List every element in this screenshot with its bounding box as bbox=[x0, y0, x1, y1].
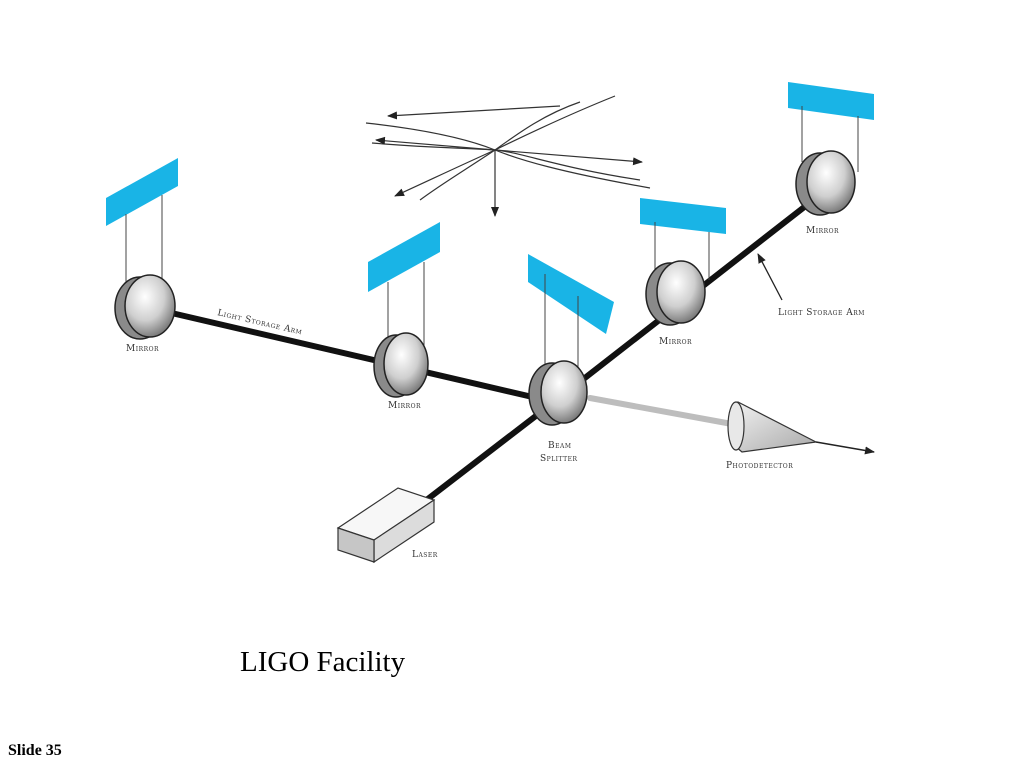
slide-number: Slide 35 bbox=[8, 742, 62, 759]
laser-box bbox=[336, 487, 436, 564]
storage-arm-pointer-arrow bbox=[757, 253, 783, 301]
mirror-far-left bbox=[106, 158, 178, 340]
light-storage-arm-right-label: Light Storage Arm bbox=[778, 308, 865, 318]
beam-splitter-pad bbox=[528, 254, 614, 334]
photodetector bbox=[727, 401, 875, 455]
mirror-suspension-pad bbox=[368, 222, 440, 292]
beam-splitter bbox=[528, 254, 614, 426]
mirror-near-left bbox=[368, 222, 440, 398]
mirror-suspension-pad bbox=[788, 82, 874, 120]
mirror-far-left-label: Mirror bbox=[126, 344, 159, 354]
laser-label: Laser bbox=[412, 550, 438, 560]
laser-beam bbox=[417, 399, 557, 508]
mirror-near-right bbox=[640, 198, 726, 326]
detector-output-arrow bbox=[815, 441, 875, 455]
beam-splitter-label-line1: Beam bbox=[548, 441, 571, 451]
mirror-suspension-pad bbox=[106, 158, 178, 226]
gravitational-wave-icon bbox=[365, 95, 651, 217]
mirror-suspension-pad bbox=[640, 198, 726, 234]
light-storage-arm-left-beam bbox=[147, 305, 557, 405]
mirror-far-right bbox=[788, 82, 874, 216]
slide-caption: LIGO Facility bbox=[240, 646, 406, 678]
mirror-near-right-label: Mirror bbox=[659, 337, 692, 347]
beam-splitter-label-line2: Splitter bbox=[540, 454, 578, 464]
mirror-far-right-label: Mirror bbox=[806, 226, 839, 236]
mirror-near-left-label: Mirror bbox=[388, 401, 421, 411]
beam-lines bbox=[147, 184, 833, 508]
output-beam bbox=[587, 395, 735, 427]
photodetector-label: Photodetector bbox=[726, 461, 793, 471]
